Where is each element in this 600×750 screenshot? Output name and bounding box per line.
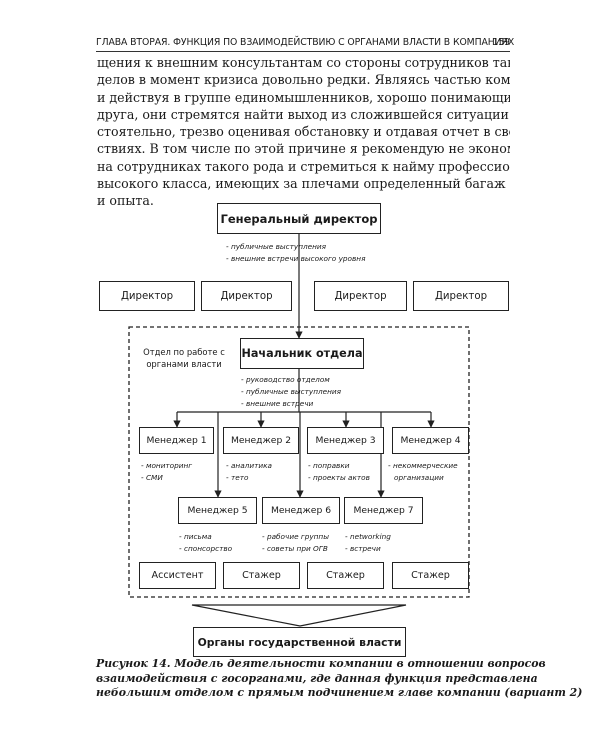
manager-6-notes: - рабочие группы - советы при ОГВ bbox=[262, 531, 329, 555]
assistant-box: Ассистент bbox=[139, 562, 216, 589]
note-line: - спонсорство bbox=[179, 543, 233, 553]
body-line: друга, они стремятся найти выход из слож… bbox=[97, 106, 510, 122]
manager-4-box: Менеджер 4 bbox=[392, 427, 469, 454]
manager-7-notes: - networking - встречи bbox=[345, 531, 391, 555]
manager-label: Менеджер 5 bbox=[187, 505, 248, 516]
page-number: 159 bbox=[492, 37, 511, 48]
manager-label: Менеджер 4 bbox=[400, 435, 461, 446]
general-director-box: Генеральный директор bbox=[217, 203, 381, 234]
note-line: - СМИ bbox=[141, 472, 163, 482]
director-box: Директор bbox=[413, 281, 509, 311]
manager-label: Менеджер 2 bbox=[230, 435, 292, 446]
note-line: - письма bbox=[179, 532, 212, 541]
manager-1-notes: - мониторинг - СМИ bbox=[141, 460, 192, 484]
director-box: Директор bbox=[201, 281, 292, 311]
staff-label: Ассистент bbox=[151, 570, 204, 581]
note-line: - некоммерческие bbox=[388, 461, 458, 470]
note-line: - поправки bbox=[308, 461, 350, 470]
general-director-label: Генеральный директор bbox=[220, 211, 378, 226]
caption-line: взаимодействия с госорганами, где данная… bbox=[96, 671, 538, 685]
note-line: - публичные выступления bbox=[241, 386, 342, 396]
body-line: и действуя в группе единомышленников, хо… bbox=[97, 89, 510, 105]
government-box: Органы государственной власти bbox=[193, 627, 406, 657]
body-line: щения к внешним консультантам со стороны… bbox=[97, 55, 510, 70]
body-line: стоятельно, трезво оценивая обстановку и… bbox=[97, 124, 510, 140]
figure-caption: Рисунок 14. Модель деятельности компании… bbox=[96, 657, 583, 701]
intern-box: Стажер bbox=[223, 562, 300, 589]
intern-box: Стажер bbox=[392, 562, 469, 589]
running-header: ГЛАВА ВТОРАЯ. ФУНКЦИЯ ПО ВЗАИМОДЕЙСТВИЮ … bbox=[96, 37, 514, 51]
general-director-notes: - публичные выступления - внешние встреч… bbox=[226, 241, 365, 265]
manager-3-notes: - поправки - проекты актов bbox=[308, 460, 370, 484]
manager-4-notes: - некоммерческие организации bbox=[388, 460, 458, 484]
note-line: - руководство отделом bbox=[241, 375, 330, 384]
director-label: Директор bbox=[120, 290, 174, 302]
department-head-box: Начальник отдела bbox=[240, 338, 364, 369]
manager-label: Менеджер 3 bbox=[315, 435, 376, 446]
director-label: Директор bbox=[434, 290, 488, 302]
manager-label: Менеджер 6 bbox=[270, 505, 332, 516]
note-line: - мониторинг bbox=[141, 461, 193, 470]
note-line: - networking bbox=[345, 532, 391, 541]
caption-line: небольшим отделом с прямым подчинением г… bbox=[96, 686, 583, 699]
body-line: ствиях. В том числе по этой причине я ре… bbox=[97, 141, 510, 157]
down-arrow-shape bbox=[191, 604, 407, 627]
body-paragraph: щения к внешним консультантам со стороны… bbox=[97, 54, 510, 210]
department-label: Отдел по работе с органами власти bbox=[138, 346, 230, 370]
department-label-line: Отдел по работе с bbox=[143, 347, 225, 357]
intern-box: Стажер bbox=[307, 562, 384, 589]
staff-label: Стажер bbox=[411, 570, 450, 581]
body-line: делов в момент кризиса довольно редки. Я… bbox=[97, 72, 510, 88]
manager-label: Менеджер 7 bbox=[353, 505, 414, 516]
director-label: Директор bbox=[220, 290, 273, 302]
note-line: - проекты актов bbox=[308, 472, 370, 482]
note-line: - внешние встречи высокого уровня bbox=[226, 253, 366, 263]
department-head-notes: - руководство отделом - публичные выступ… bbox=[241, 374, 341, 409]
government-label: Органы государственной власти bbox=[197, 635, 402, 649]
manager-5-notes: - письма - спонсорство bbox=[179, 531, 232, 555]
director-box: Директор bbox=[314, 281, 407, 311]
manager-6-box: Менеджер 6 bbox=[262, 497, 340, 524]
note-line: - тето bbox=[226, 472, 249, 482]
department-head-label: Начальник отдела bbox=[241, 347, 363, 360]
manager-5-box: Менеджер 5 bbox=[178, 497, 257, 524]
body-line: и опыта. bbox=[97, 193, 154, 209]
header-rule bbox=[96, 51, 510, 52]
director-label: Директор bbox=[334, 290, 387, 302]
note-line: организации bbox=[394, 472, 444, 482]
note-line: - советы при ОГВ bbox=[262, 543, 328, 553]
manager-3-box: Менеджер 3 bbox=[307, 427, 384, 454]
staff-label: Стажер bbox=[242, 570, 281, 581]
note-line: - внешние встречи bbox=[241, 398, 314, 408]
manager-2-notes: - аналитика - тето bbox=[226, 460, 272, 484]
note-line: - аналитика bbox=[226, 461, 272, 470]
note-line: - рабочие группы bbox=[262, 532, 329, 541]
staff-label: Стажер bbox=[326, 570, 365, 581]
body-line: на сотрудниках такого рода и стремиться … bbox=[97, 158, 510, 174]
body-line: высокого класса, имеющих за плечами опре… bbox=[97, 176, 510, 192]
director-box: Директор bbox=[99, 281, 195, 311]
manager-2-box: Менеджер 2 bbox=[223, 427, 299, 454]
caption-line: Рисунок 14. Модель деятельности компании… bbox=[96, 657, 546, 670]
chapter-title: ГЛАВА ВТОРАЯ. ФУНКЦИЯ ПО ВЗАИМОДЕЙСТВИЮ … bbox=[96, 37, 515, 48]
department-label-line: органами власти bbox=[146, 359, 222, 369]
manager-1-box: Менеджер 1 bbox=[139, 427, 214, 454]
note-line: - встречи bbox=[345, 543, 381, 553]
manager-7-box: Менеджер 7 bbox=[344, 497, 423, 524]
manager-label: Менеджер 1 bbox=[146, 435, 207, 446]
note-line: - публичные выступления bbox=[226, 242, 327, 251]
